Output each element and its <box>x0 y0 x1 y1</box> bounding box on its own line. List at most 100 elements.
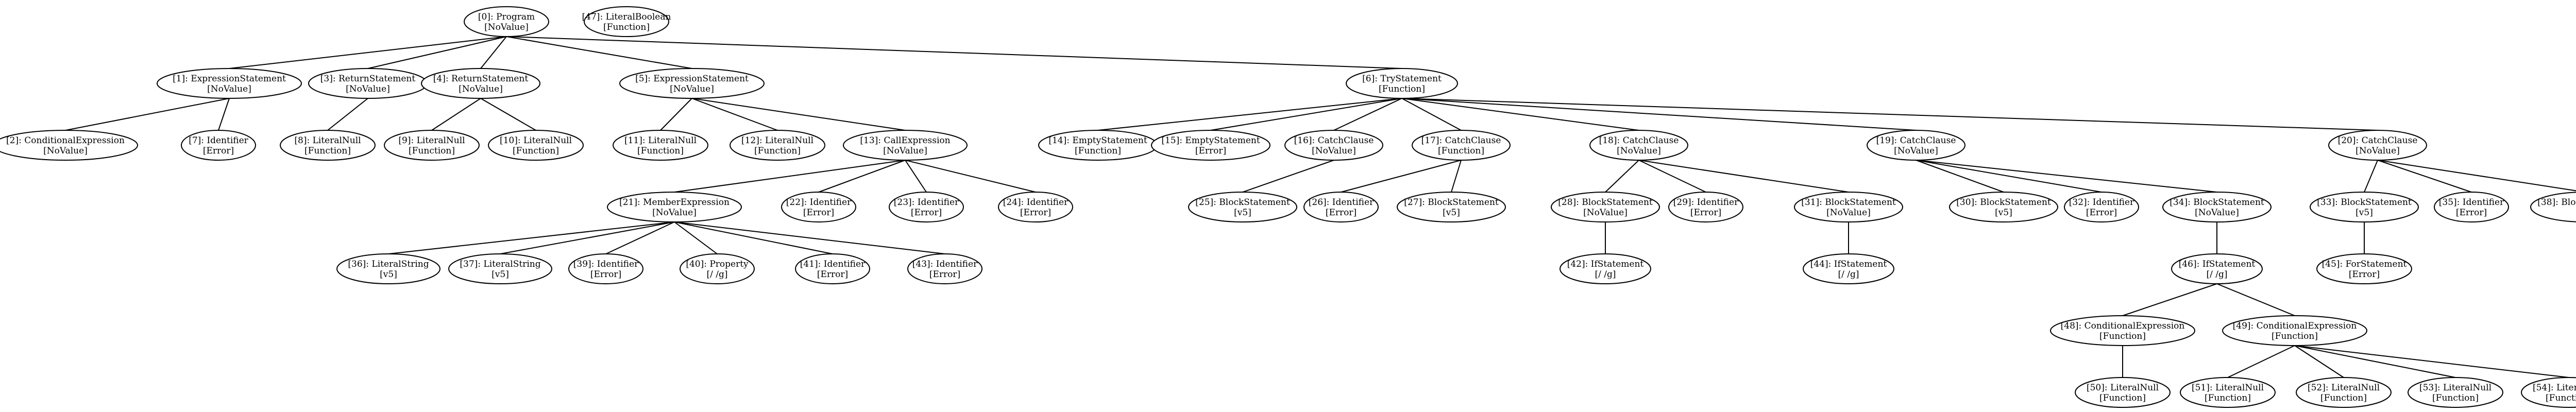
node-ellipse <box>1589 130 1688 161</box>
node-value: [NoValue] <box>1583 208 1628 218</box>
node-value: [NoValue] <box>346 84 390 94</box>
graph-node: [39]: Identifier[Error] <box>568 253 643 284</box>
node-label: [13]: CallExpression <box>860 135 950 146</box>
graph-node: [49]: ConditionalExpression[Function] <box>2222 315 2367 346</box>
graph-edge <box>1401 98 1639 131</box>
graph-node: [34]: BlockStatement[NoValue] <box>2162 192 2272 222</box>
node-value: [/ /g] <box>2206 269 2227 280</box>
node-ellipse <box>730 130 825 161</box>
graph-node: [27]: BlockStatement[v5] <box>1397 192 1506 222</box>
graph-node: [45]: ForStatement[Error] <box>2316 253 2412 284</box>
node-value: [NoValue] <box>2195 208 2239 218</box>
graph-edge <box>480 98 536 131</box>
node-ellipse <box>781 192 856 222</box>
graph-edge <box>674 160 906 193</box>
node-ellipse <box>584 6 669 37</box>
node-ellipse <box>2530 192 2576 222</box>
node-label: [1]: ExpressionStatement <box>173 74 286 84</box>
graph-node: [44]: IfStatement[/ /g] <box>1803 253 1894 284</box>
node-ellipse <box>0 130 138 161</box>
node-label: [18]: CatchClause <box>1599 135 1679 146</box>
node-label: [37]: LiteralString <box>460 259 540 269</box>
node-label: [38]: BlockStatement <box>2537 197 2576 208</box>
graph-edge <box>1451 160 1462 193</box>
node-value: [Function] <box>2099 393 2146 403</box>
graph-nodes: [0]: Program[NoValue][47]: LiteralBoolea… <box>0 6 2576 408</box>
node-ellipse <box>889 192 964 222</box>
node-value: [NoValue] <box>2355 146 2400 156</box>
graph-edges <box>65 36 2576 378</box>
graph-node: [22]: Identifier[Error] <box>781 192 856 222</box>
node-label: [24]: Identifier <box>1003 197 1069 208</box>
graph-edge <box>2294 345 2344 378</box>
node-value: [Error] <box>1020 208 1051 218</box>
node-label: [42]: IfStatement <box>1567 259 1644 269</box>
node-value: [Error] <box>911 208 942 218</box>
graph-node: [21]: MemberExpression[NoValue] <box>607 192 742 222</box>
node-ellipse <box>2162 192 2272 222</box>
node-value: [Function] <box>2099 331 2146 341</box>
node-ellipse <box>843 130 968 161</box>
graph-node: [42]: IfStatement[/ /g] <box>1560 253 1651 284</box>
graph-node: [54]: LiteralNull[Function] <box>2521 377 2576 408</box>
node-value: [Function] <box>2432 393 2479 403</box>
node-label: [32]: Identifier <box>2069 197 2134 208</box>
node-value: [Function] <box>1379 84 1425 94</box>
graph-edge <box>2364 160 2378 193</box>
graph-node: [43]: Identifier[Error] <box>907 253 982 284</box>
node-ellipse <box>384 130 480 161</box>
node-ellipse <box>2310 192 2419 222</box>
node-label: [2]: ConditionalExpression <box>6 135 125 146</box>
graph-node: [32]: Identifier[Error] <box>2064 192 2139 222</box>
node-ellipse <box>680 253 755 284</box>
graph-edge <box>1916 160 2102 193</box>
node-value: [v5] <box>380 269 397 280</box>
node-ellipse <box>1151 130 1270 161</box>
graph-node: [40]: Property[/ /g] <box>680 253 755 284</box>
graph-edge <box>1341 160 1462 193</box>
node-ellipse <box>1284 130 1383 161</box>
graph-node: [23]: Identifier[Error] <box>889 192 964 222</box>
node-label: [36]: LiteralString <box>348 259 429 269</box>
node-value: [Function] <box>304 146 351 156</box>
node-label: [27]: BlockStatement <box>1404 197 1499 208</box>
node-value: [NoValue] <box>1312 146 1356 156</box>
node-label: [28]: BlockStatement <box>1558 197 1653 208</box>
node-ellipse <box>280 130 376 161</box>
graph-node: [6]: TryStatement[Function] <box>1346 68 1458 99</box>
graph-node: [30]: BlockStatement[v5] <box>1949 192 2058 222</box>
node-label: [16]: CatchClause <box>1294 135 1374 146</box>
node-value: [v5] <box>492 269 509 280</box>
graph-edge <box>431 98 481 131</box>
graph-edge <box>65 98 230 131</box>
graph-node: [11]: LiteralNull[Function] <box>613 130 708 161</box>
node-ellipse <box>1346 68 1458 99</box>
node-value: [v5] <box>1995 208 2012 218</box>
node-label: [43]: Identifier <box>912 259 978 269</box>
graph-node: [7]: Identifier[Error] <box>181 130 256 161</box>
node-ellipse <box>2521 377 2576 408</box>
node-value: [NoValue] <box>652 208 697 218</box>
node-label: [52]: LiteralNull <box>2308 383 2380 393</box>
graph-node: [20]: CatchClause[NoValue] <box>2328 130 2427 161</box>
node-value: [v5] <box>1234 208 1251 218</box>
node-value: [NoValue] <box>459 84 503 94</box>
node-ellipse <box>157 68 302 99</box>
node-value: [NoValue] <box>207 84 251 94</box>
graph-edge <box>2294 345 2456 378</box>
node-ellipse <box>181 130 256 161</box>
node-value: [Error] <box>2456 208 2487 218</box>
node-label: [34]: BlockStatement <box>2170 197 2264 208</box>
node-value: [NoValue] <box>1894 146 1938 156</box>
graph-node: [3]: ReturnStatement[NoValue] <box>308 68 428 99</box>
node-value: [/ /g] <box>1838 269 1859 280</box>
graph-node: [33]: BlockStatement[v5] <box>2310 192 2419 222</box>
node-label: [39]: Identifier <box>573 259 639 269</box>
node-label: [23]: Identifier <box>894 197 959 208</box>
graph-edge <box>2122 283 2217 316</box>
graph-edge <box>1916 160 2217 193</box>
graph-node: [5]: ExpressionStatement[NoValue] <box>619 68 765 99</box>
graph-node: [37]: LiteralString[v5] <box>448 253 552 284</box>
node-ellipse <box>1949 192 2058 222</box>
